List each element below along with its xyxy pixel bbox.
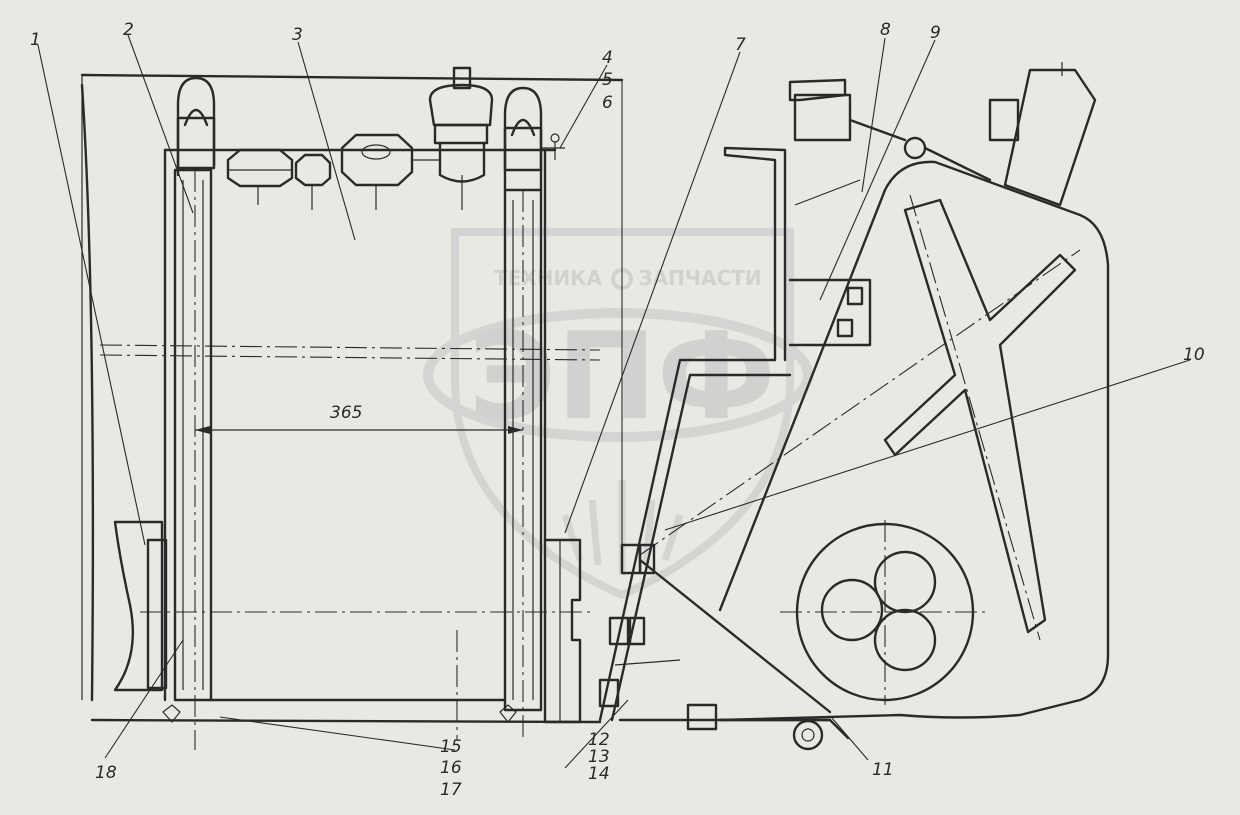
watermark: ТЕХНИКА ЗАПЧАСТИ ЭПФ [423, 228, 813, 600]
part-label-13: 13 [588, 747, 610, 767]
part-label-17: 17 [440, 780, 462, 800]
watermark-word-left: ТЕХНИКА [494, 266, 603, 290]
dimension-label: 365 [330, 403, 362, 423]
dimension-365: 365 [195, 403, 523, 434]
top-fittings [226, 66, 494, 210]
tank-body [163, 148, 557, 740]
part-label-9: 9 [930, 23, 941, 43]
right-pipe [499, 86, 565, 740]
part-label-12: 12 [588, 730, 610, 750]
watermark-ellipse [423, 308, 813, 442]
leader-lines [37, 34, 1191, 769]
right-housing [598, 62, 1110, 751]
part-label-1: 1 [30, 30, 41, 50]
part-label-18: 18 [95, 763, 117, 783]
part-label-6: 6 [602, 93, 613, 113]
part-label-3: 3 [292, 25, 303, 45]
part-label-11: 11 [872, 760, 894, 780]
center-bracket [543, 146, 792, 724]
part-label-7: 7 [735, 35, 746, 55]
part-label-10: 10 [1183, 345, 1205, 365]
left-pipe [162, 76, 216, 750]
part-label-8: 8 [880, 20, 891, 40]
watermark-shield [451, 228, 794, 600]
watermark-word-right: ЗАПЧАСТИ [638, 266, 761, 290]
part-label-5: 5 [602, 70, 613, 90]
part-label-4: 4 [602, 48, 613, 68]
part-label-16: 16 [440, 758, 462, 778]
part-label-14: 14 [588, 764, 610, 784]
part-label-2: 2 [123, 20, 134, 40]
part-labels: 1 2 3 4 5 6 7 8 9 10 11 12 13 14 15 16 1… [30, 20, 1205, 800]
part-label-15: 15 [440, 737, 462, 757]
